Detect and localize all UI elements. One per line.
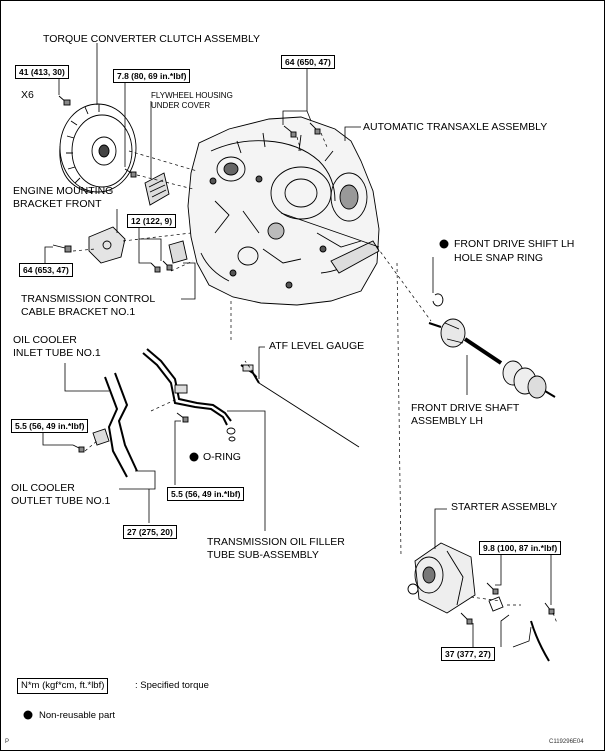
label-snap-ring-1: FRONT DRIVE SHIFT LH (454, 238, 575, 250)
torque-box-37: 37 (377, 27) (441, 647, 495, 661)
label-engine-mount-1: ENGINE MOUNTING (13, 185, 114, 197)
label-drive-shaft-2: ASSEMBLY LH (411, 415, 483, 427)
legend-unit-box: N*m (kgf*cm, ft.*lbf) (17, 678, 109, 694)
torque-box-78: 7.8 (80, 69 in.*lbf) (113, 69, 191, 83)
torque-box-55a: 5.5 (56, 49 in.*lbf) (11, 419, 89, 433)
torque-box-64a: 64 (650, 47) (281, 55, 335, 69)
label-flywheel-2: UNDER COVER (151, 101, 211, 110)
label-filler-1: TRANSMISSION OIL FILLER (207, 536, 345, 548)
clip-drawing (72, 428, 110, 453)
leader-t64b (44, 246, 53, 263)
leader-oil-inlet (64, 363, 109, 392)
label-x6: X6 (21, 89, 34, 101)
atf-gauge-drawing (240, 364, 360, 448)
legend-nonreusable: Non-reusable part (39, 710, 116, 721)
label-flywheel-1: FLYWHEEL HOUSING (151, 91, 233, 100)
torque-box-41: 41 (413, 30) (15, 65, 69, 79)
bolt-tc (58, 95, 71, 106)
leader-atf (258, 346, 265, 379)
legend-unit-text: : Specified torque (135, 680, 209, 691)
leader-cable-bracket (181, 262, 196, 300)
label-oil-outlet-1: OIL COOLER (11, 482, 75, 494)
leader-t64a (282, 67, 308, 125)
label-starter: STARTER ASSEMBLY (451, 501, 558, 513)
cable-bracket-drawing (150, 240, 188, 273)
leader-t55b (174, 420, 181, 485)
leader-oil-outlet (119, 470, 156, 490)
starter-drawing (407, 542, 555, 662)
torque-box-55b: 5.5 (56, 49 in.*lbf) (167, 487, 245, 501)
oil-inlet-tube (104, 372, 138, 478)
leader-t98a (495, 553, 502, 586)
torque-box-12: 12 (122, 9) (127, 214, 177, 228)
corner-left-code: P (5, 739, 10, 745)
label-drive-shaft-1: FRONT DRIVE SHAFT (411, 402, 520, 414)
label-trans-control-1: TRANSMISSION CONTROL (21, 293, 156, 305)
torque-box-64b: 64 (653, 47) (19, 263, 73, 277)
label-oil-inlet-2: INLET TUBE NO.1 (13, 347, 101, 359)
torque-box-98: 9.8 (100, 87 in.*lbf) (479, 541, 562, 555)
leader-filler (227, 410, 266, 531)
label-auto-transaxle: AUTOMATIC TRANSAXLE ASSEMBLY (363, 121, 548, 133)
label-engine-mount-2: BRACKET FRONT (13, 198, 102, 210)
leader-t12 (138, 227, 151, 264)
leader-t37b (500, 614, 510, 647)
leader-t64a-b (306, 110, 312, 122)
leader-t37c (512, 626, 532, 648)
bolts-top (283, 122, 321, 138)
label-snap-ring-2: HOLE SNAP RING (454, 252, 544, 264)
torque-box-27: 27 (275, 20) (123, 525, 177, 539)
leader-starter (434, 508, 447, 549)
snap-ring-bullet (439, 239, 449, 249)
corner-right-code: C119296E04 (549, 739, 584, 745)
filler-tube-drawing (142, 348, 236, 435)
label-o-ring: O-RING (203, 451, 241, 463)
label-filler-2: TUBE SUB-ASSEMBLY (207, 549, 319, 561)
label-atf-gauge: ATF LEVEL GAUGE (269, 340, 365, 352)
snap-ring (432, 293, 444, 307)
leader-transaxle (344, 126, 361, 141)
flywheel-cover-drawing (124, 168, 170, 206)
o-ring-part (228, 436, 236, 442)
label-torque-converter: TORQUE CONVERTER CLUTCH ASSEMBLY (43, 33, 261, 45)
o-ring-bullet (189, 452, 199, 462)
leader-t55a (42, 431, 73, 446)
transaxle-drawing (187, 116, 380, 306)
engine-mount-drawing (52, 226, 126, 264)
label-trans-control-2: CABLE BRACKET NO.1 (21, 306, 136, 318)
leader-t12-b (139, 238, 162, 261)
drive-shaft-drawing (428, 318, 556, 399)
legend-bullet (23, 710, 33, 720)
torque-converter-drawing (59, 103, 137, 194)
label-oil-outlet-2: OUTLET TUBE NO.1 (11, 495, 111, 507)
label-oil-inlet-1: OIL COOLER (13, 334, 77, 346)
